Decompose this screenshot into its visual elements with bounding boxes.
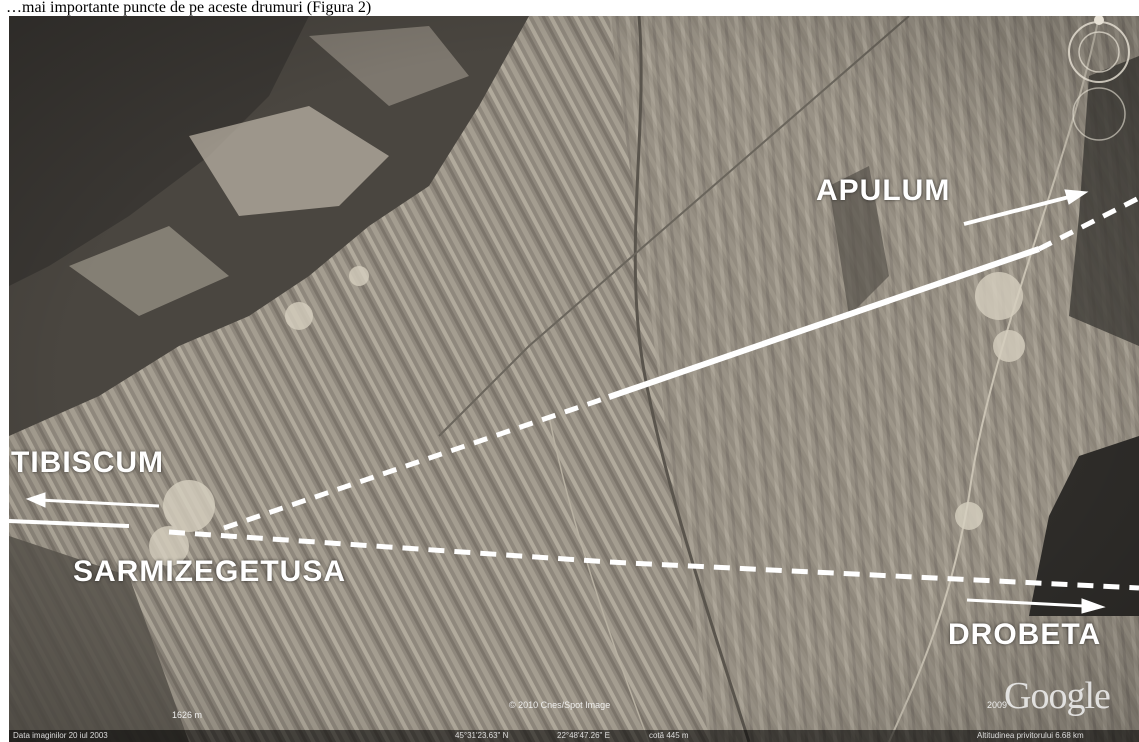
sarmizegetusa-line [9,519,130,528]
label-sarmizegetusa: SARMIZEGETUSA [73,555,347,588]
drobeta-arrowhead [1081,598,1106,614]
road-solid-segment [608,246,1040,400]
drobeta-arrow [966,598,1085,608]
road-dashed-apulum-west [223,394,610,531]
logo-year: 2009 [987,700,1008,710]
elevation-readout: cotă 445 m [649,731,689,740]
imagery-date: Data imaginilor 20 iul 2003 [13,731,108,740]
latitude-readout: 45°31'23.63" N [455,731,509,740]
figure-caption: …mai importante puncte de pe aceste drum… [6,0,372,16]
status-bar: Data imaginilor 20 iul 2003 45°31'23.63"… [9,730,1139,742]
eye-altitude-readout: Altitudinea privitorului 6.68 km [977,731,1084,740]
road-dashed-drobeta [168,529,1139,591]
label-drobeta: DROBETA [948,618,1102,651]
scale-label: 1626 m [172,710,203,720]
road-dashed-apulum-east [1037,195,1139,252]
roman-roads [168,195,1139,591]
google-logo: Google [1004,675,1111,717]
satellite-map[interactable]: APULUM TIBISCUM SARMIZEGETUSA DROBETA 16… [9,16,1139,742]
longitude-readout: 22°48'47.26" E [557,731,610,740]
label-tibiscum: TIBISCUM [11,446,164,479]
tibiscum-arrow [38,498,160,508]
label-apulum: APULUM [816,174,951,207]
copyright-text: © 2010 Cnes/Spot Image [509,700,611,710]
apulum-arrowhead [1064,189,1089,205]
apulum-arrow [963,195,1070,226]
terrain-layer [9,16,1139,742]
compass-rose-icon[interactable] [1061,16,1137,144]
tibiscum-arrowhead [25,492,46,508]
